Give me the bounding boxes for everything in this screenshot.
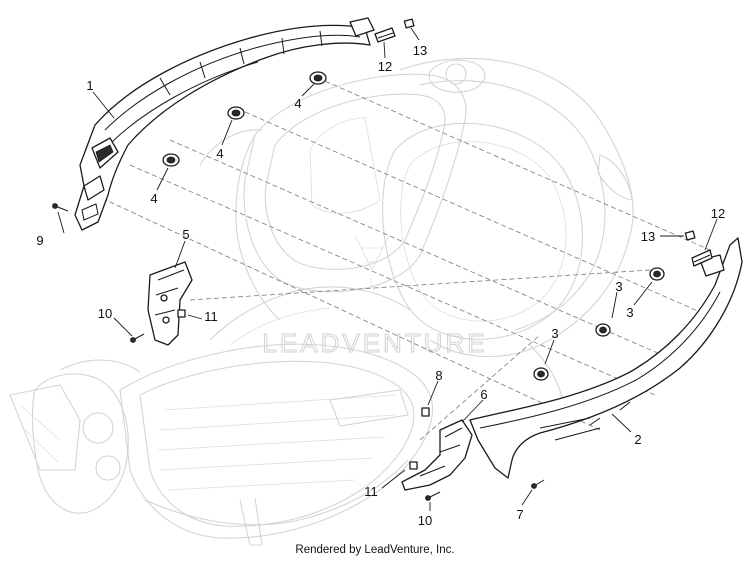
callout-11: 11 [204,309,218,324]
callout-10: 10 [418,513,432,528]
part-10-screws [130,333,441,501]
part-2-lower-side-rail [469,237,743,479]
part-8-clip [421,407,430,417]
callout-12: 12 [711,206,725,221]
part-13-nuts [403,18,696,241]
callout-9: 9 [36,233,43,248]
render-credit: Rendered by LeadVenture, Inc. [295,544,455,556]
part-1-upper-side-rail [74,17,375,231]
leadventure-watermark: LEADVENTURE [262,234,487,359]
callout-4: 4 [150,191,157,206]
callout-10: 10 [98,306,112,321]
callout-3: 3 [551,326,558,341]
callout-13: 13 [641,229,655,244]
callout-3: 3 [626,305,633,320]
part-3-grommets [533,267,665,381]
part-11-clips [177,309,418,470]
callout-5: 5 [182,227,189,242]
callout-7: 7 [516,507,523,522]
callout-12: 12 [378,59,392,74]
part-6-lower-bracket [401,419,473,491]
part-7-screw [531,479,545,489]
part-12-clips [374,27,713,267]
part-9-screw [52,203,69,212]
callout-4: 4 [216,146,223,161]
part-5-left-bracket [147,261,193,346]
scooter-body-outline [9,57,634,546]
leader-lines [57,27,718,511]
part-4-grommets [162,71,327,167]
callout-8: 8 [435,368,442,383]
watermark-text: LEADVENTURE [262,328,487,358]
callout-4: 4 [294,96,301,111]
callout-3: 3 [615,279,622,294]
callout-13: 13 [413,43,427,58]
callout-6: 6 [480,387,487,402]
callout-11: 11 [364,484,378,499]
callout-numbers: 1 2 3 3 3 4 4 4 5 6 7 8 9 10 10 11 11 12… [36,43,725,528]
callout-2: 2 [634,432,641,447]
callout-1: 1 [86,78,93,93]
assembly-lines [94,77,711,441]
